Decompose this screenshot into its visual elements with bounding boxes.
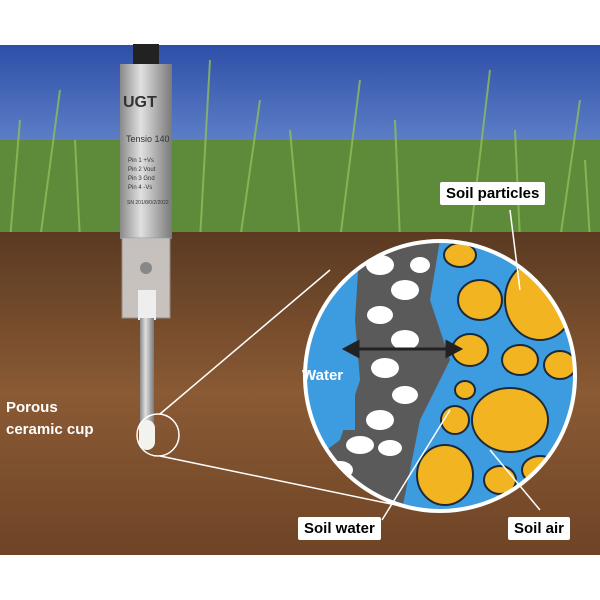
zoom-source-circle bbox=[136, 413, 180, 457]
device-pin-3: Pin 3 Gnd bbox=[128, 176, 155, 182]
flow-arrow-icon bbox=[341, 339, 464, 359]
device-model: Tensio 140 bbox=[126, 134, 170, 144]
label-water: Water bbox=[302, 367, 344, 384]
device-serial: SN 201/8/0/2/2022 bbox=[127, 200, 169, 206]
device-brand: UGT bbox=[123, 94, 157, 111]
label-porous-2: ceramic cup bbox=[6, 421, 94, 438]
device-pin-4: Pin 4 -Vs bbox=[128, 185, 153, 191]
tensiometer bbox=[120, 44, 172, 450]
device-pin-2: Pin 2 Vout bbox=[128, 167, 156, 173]
label-soil-air: Soil air bbox=[508, 517, 571, 540]
device-pin-1: Pin 1 +Vs bbox=[128, 158, 154, 164]
label-soil-water: Soil water bbox=[298, 517, 381, 540]
label-soil-particles: Soil particles bbox=[440, 182, 546, 205]
magnified-view bbox=[305, 241, 575, 511]
label-porous-1: Porous bbox=[6, 399, 58, 416]
